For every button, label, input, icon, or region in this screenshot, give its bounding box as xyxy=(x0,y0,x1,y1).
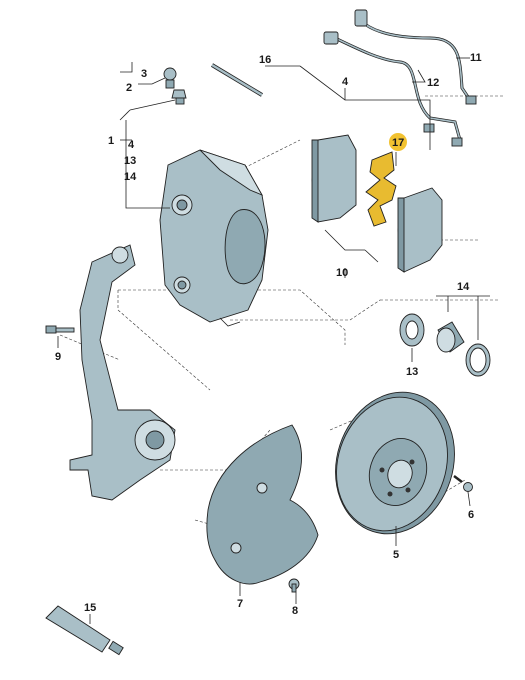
label-10: 10 xyxy=(336,267,348,279)
label-3: 3 xyxy=(141,68,147,80)
leader-lines xyxy=(57,57,490,624)
label-1: 1 xyxy=(108,135,114,147)
label-14-right: 14 xyxy=(457,281,470,293)
wheel-bearing-parts xyxy=(399,313,491,377)
brake-caliper xyxy=(159,149,269,327)
splash-shield xyxy=(206,424,319,585)
label-4-top: 4 xyxy=(342,76,349,88)
label-4-left: 4 xyxy=(128,139,135,151)
label-13-left: 13 xyxy=(124,155,136,167)
label-17: 17 xyxy=(392,137,404,149)
label-12: 12 xyxy=(427,77,439,89)
label-6: 6 xyxy=(468,509,474,521)
screw-8 xyxy=(288,578,300,593)
label-15: 15 xyxy=(84,602,96,614)
highlight-marker-17 xyxy=(389,133,407,151)
label-7: 7 xyxy=(237,598,243,610)
label-13-right: 13 xyxy=(406,366,418,378)
steering-knuckle xyxy=(69,244,176,501)
part-number-labels: 1 2 3 4 13 14 16 4 11 12 17 10 14 13 9 6… xyxy=(55,52,482,617)
label-2: 2 xyxy=(126,82,132,94)
label-5: 5 xyxy=(393,549,399,561)
label-14-left: 14 xyxy=(124,171,137,183)
wear-sensor-wires xyxy=(323,9,477,147)
bolt-9 xyxy=(45,325,75,334)
label-8: 8 xyxy=(292,605,298,617)
pad-retaining-spring-17 xyxy=(365,151,397,227)
grease-tube xyxy=(45,605,124,656)
guide-pin-16 xyxy=(210,63,264,97)
label-16: 16 xyxy=(259,54,271,66)
bleeder-valve xyxy=(163,67,187,105)
screw-6 xyxy=(453,475,473,492)
brake-disc xyxy=(335,391,455,535)
brake-pads xyxy=(311,134,443,273)
label-9: 9 xyxy=(55,351,61,363)
label-11: 11 xyxy=(470,52,482,64)
